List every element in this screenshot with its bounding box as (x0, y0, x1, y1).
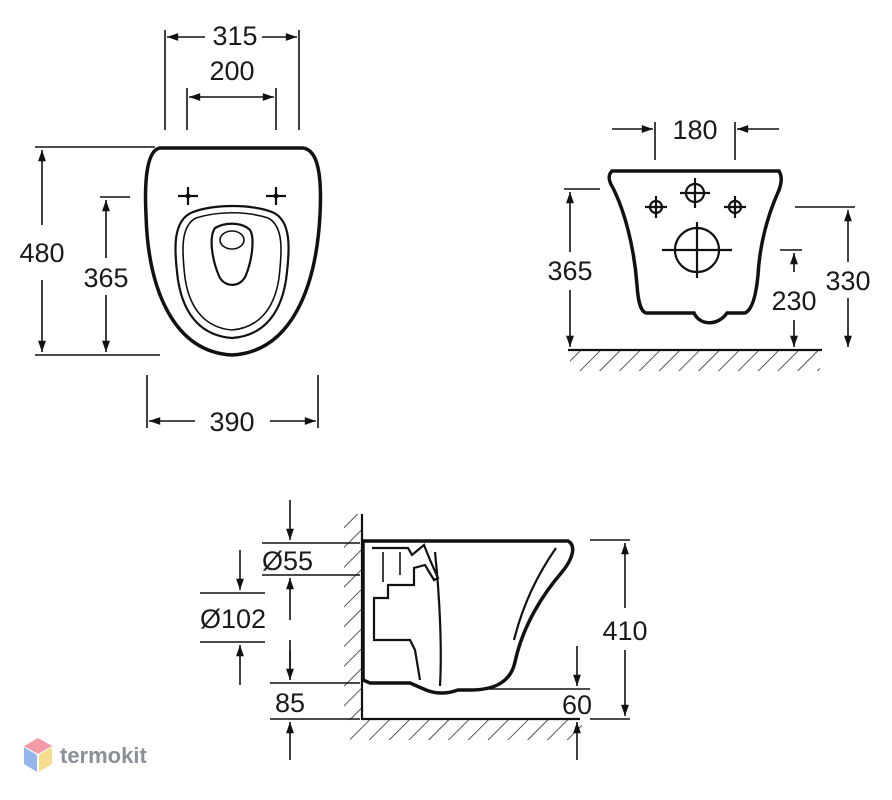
dim-230-label: 230 (771, 286, 816, 316)
floor-hatch (570, 351, 820, 371)
top-view: 315 200 480 (19, 21, 323, 437)
front-body-outline (607, 169, 783, 325)
dim-180-label: 180 (672, 115, 717, 145)
dim-330-label: 330 (825, 266, 870, 296)
bowl-rim (174, 204, 290, 340)
front-hole-center-top (680, 178, 710, 208)
watermark-logo: termokit (24, 738, 147, 772)
inlet-detail (372, 543, 440, 681)
front-view: 180 365 (547, 115, 871, 371)
side-body-outline (361, 539, 575, 695)
dim-315-label: 315 (212, 21, 257, 51)
dim-85-label: 85 (275, 688, 305, 718)
dim-365-front-label: 365 (547, 256, 592, 286)
dim-d55-label: Ø55 (262, 546, 313, 576)
front-outlet (662, 222, 732, 278)
side-floor-hatch (350, 720, 582, 740)
watermark-text: termokit (60, 743, 147, 768)
dim-480-label: 480 (19, 238, 64, 268)
dim-200-label: 200 (209, 56, 254, 86)
bowl-opening (210, 222, 254, 286)
wall-hatch (344, 514, 362, 720)
front-hole-left (645, 196, 667, 218)
bowl-outline (143, 146, 323, 357)
cube-icon (24, 738, 52, 772)
fixing-hole-left (178, 187, 198, 205)
dim-410-label: 410 (602, 616, 647, 646)
dim-d102-label: Ø102 (200, 604, 266, 634)
dim-60-label: 60 (562, 690, 592, 720)
fixing-hole-right (266, 187, 286, 205)
dim-365-top-label: 365 (83, 263, 128, 293)
front-hole-right (724, 196, 746, 218)
dim-390-label: 390 (209, 407, 254, 437)
side-view: Ø55 Ø102 85 410 60 (200, 500, 648, 760)
